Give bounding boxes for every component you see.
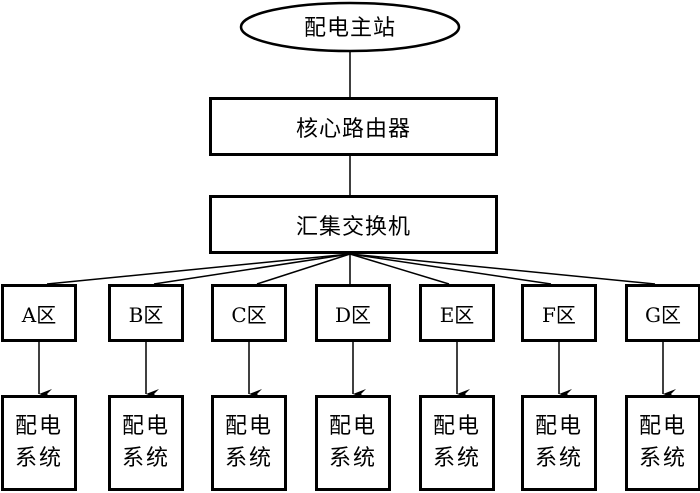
distribution-system-label: 系统 — [14, 446, 63, 471]
core-router-label: 核心路由器 — [295, 116, 411, 142]
distribution-system-label: 配电 — [432, 414, 481, 439]
distribution-system-label: 系统 — [224, 446, 273, 471]
distribution-system-label: 配电 — [121, 414, 170, 439]
link-switch-zone — [153, 253, 351, 285]
master-station: 配电主站 — [303, 16, 396, 41]
zone-box: F区 — [521, 284, 597, 342]
zone-box: B区 — [108, 284, 184, 342]
link-switch-zone — [46, 253, 351, 285]
zone-box: A区 — [1, 284, 77, 342]
distribution-system-label: 配电 — [638, 414, 687, 439]
distribution-system-box: 配电系统 — [211, 395, 287, 491]
zone-box: C区 — [211, 284, 287, 342]
link-switch-zone — [349, 253, 450, 285]
distribution-system-label: 系统 — [432, 446, 481, 471]
zone-label: D区 — [334, 302, 372, 327]
distribution-system-box: 配电系统 — [419, 395, 495, 491]
zone-box: D区 — [315, 284, 391, 342]
core-router-box: 核心路由器 — [209, 97, 498, 156]
distribution-system-label: 配电 — [14, 414, 63, 439]
distribution-system-label: 配电 — [224, 414, 273, 439]
aggregation-switch-label: 汇集交换机 — [295, 214, 411, 240]
distribution-system-label: 配电 — [534, 414, 583, 439]
distribution-system-label: 系统 — [328, 446, 377, 471]
zone-label: E区 — [439, 302, 475, 327]
aggregation-switch-box: 汇集交换机 — [209, 195, 498, 254]
zone-box: G区 — [625, 284, 700, 342]
link-switch-zone — [349, 253, 656, 285]
zone-label: B区 — [128, 302, 164, 327]
zone-label: C区 — [231, 302, 267, 327]
distribution-system-box: 配电系统 — [108, 395, 184, 491]
distribution-system-label: 系统 — [121, 446, 170, 471]
distribution-system-box: 配电系统 — [521, 395, 597, 491]
distribution-system-label: 系统 — [638, 446, 687, 471]
link-switch-zone — [349, 253, 552, 285]
zone-label: A区 — [21, 302, 57, 327]
zone-label: F区 — [542, 302, 576, 327]
distribution-system-label: 系统 — [534, 446, 583, 471]
link-switch-zone — [256, 253, 351, 285]
distribution-system-box: 配电系统 — [1, 395, 77, 491]
distribution-system-box: 配电系统 — [625, 395, 700, 491]
zone-box: E区 — [419, 284, 495, 342]
distribution-system-box: 配电系统 — [315, 395, 391, 491]
distribution-system-label: 配电 — [328, 414, 377, 439]
zone-label: G区 — [645, 302, 681, 327]
